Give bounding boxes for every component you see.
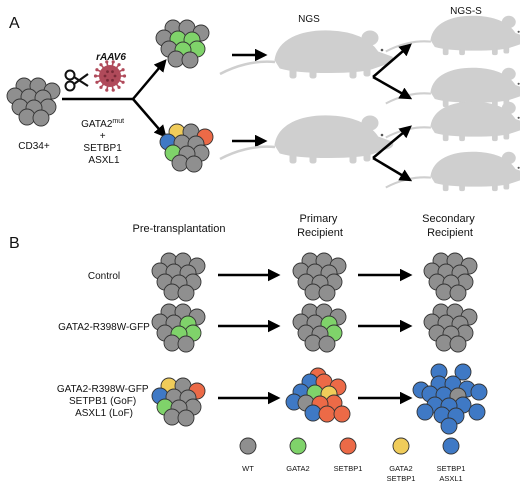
mouse-icon [218,114,394,165]
cell [470,383,488,401]
legend-swatch [442,437,460,455]
legend-swatch [289,437,307,455]
branch-arrow-lower [132,98,167,138]
cell [181,51,199,69]
col-header-pre: Pre-transplantation [133,223,226,235]
cell [454,363,472,381]
cell [177,284,195,302]
cell [318,284,336,302]
panel-a-label: A [9,15,20,32]
edit-label: GATA2mut + SETBP1 ASXL1 [81,115,127,166]
legend-label: GATA2 [389,464,412,473]
edited-cluster-gata2 [155,19,210,69]
scissors-icon [64,69,89,92]
ngs-s-label: NGS-S [450,6,482,17]
legend-swatch [339,437,357,455]
split-arrow-1a [372,43,412,78]
col-header-primary: Primary Recipient [297,213,343,239]
legend-label: GATA2 [286,464,309,473]
cell [318,405,336,423]
cell [163,283,181,301]
edited-cluster-combined [159,123,214,173]
mouse-icon [384,101,520,142]
cell [167,50,185,68]
branch-arrow-upper [132,59,167,100]
cell [177,409,195,427]
split-arrow-2b [372,156,413,182]
cell [171,154,189,172]
legend-label: WT [242,464,254,473]
legend-item: WT [239,437,257,473]
cd34-label: CD34+ [18,141,50,152]
cell [333,405,351,423]
panel-b-label: B [9,235,20,252]
mouse-icon [218,29,394,80]
progression-arrows [218,268,413,405]
row-label-gata2: GATA2-R398W-GFP [58,322,150,333]
cell [304,283,322,301]
cell [163,334,181,352]
cell [32,109,50,127]
cell [177,335,195,353]
virus-icon [93,60,127,92]
cell [449,284,467,302]
cell [18,108,36,126]
cd34-cell-cluster [6,77,61,127]
split-arrow-1b [372,75,413,100]
cell [304,334,322,352]
cell [435,334,453,352]
legend-label: ASXL1 [439,474,462,482]
cell [163,408,181,426]
legend-label: SETBP1 [437,464,466,473]
cell [440,417,458,435]
legend-item: GATA2 [286,437,310,473]
row-label-combined: GATA2-R398W-GFP SETPB1 (GoF) ASXL1 (LoF) [57,384,151,419]
cell [416,403,434,421]
cell [318,335,336,353]
ngs-label: NGS [298,14,320,25]
legend-item: SETBP1 [334,437,363,473]
legend-label: SETBP1 [334,464,363,473]
split-arrow-2a [372,125,412,159]
cell [449,335,467,353]
mouse-icon [384,67,520,108]
legend-label: SETBP1 [387,474,416,482]
rAAV6-label: rAAV6 [96,52,126,63]
legend-swatch [239,437,257,455]
mouse-icon [384,15,520,56]
mouse-icon [384,151,520,192]
col-header-secondary: Secondary Recipient [422,213,478,239]
cell [435,283,453,301]
legend-swatch [392,437,410,455]
cell [185,155,203,173]
mouse-group [218,15,520,192]
cluster-grid [151,252,488,435]
cell [304,404,322,422]
row-label-control: Control [88,271,120,282]
cell [468,403,486,421]
